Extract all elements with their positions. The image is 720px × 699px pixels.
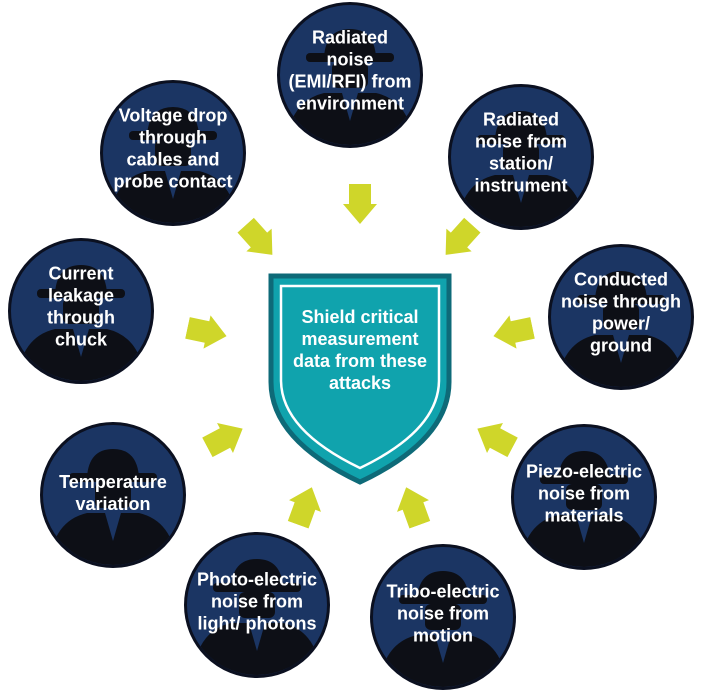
hat-figure-icon	[17, 265, 145, 381]
attack-node-tribo: Tribo-electric noise from motion	[370, 544, 516, 690]
attack-node-photo: Photo-electric noise from light/ photons	[184, 532, 330, 678]
arrow-icon	[490, 311, 536, 353]
arrow-icon	[233, 214, 285, 266]
hat-figure-icon	[109, 107, 237, 223]
attack-label: Radiated noise from station/ instrument	[474, 109, 568, 196]
attack-node-voltage-drop: Voltage drop through cables and probe co…	[100, 80, 246, 226]
center-label: Shield critical measurement data from th…	[292, 307, 428, 393]
hat-figure-icon	[520, 451, 648, 567]
arrow-icon	[282, 481, 328, 530]
hat-figure-icon	[286, 29, 414, 145]
hat-figure-icon	[193, 559, 321, 675]
attack-node-temperature: Temperature variation	[40, 422, 186, 568]
hat-figure-icon	[379, 571, 507, 687]
attack-node-conducted: Conducted noise through power/ ground	[548, 244, 694, 390]
attack-label: Radiated noise (EMI/RFI) from environmen…	[288, 27, 412, 114]
shield-icon	[268, 273, 452, 485]
arrow-icon	[199, 414, 250, 463]
attack-label: Tribo-electric noise from motion	[386, 581, 500, 646]
arrow-icon	[469, 414, 520, 463]
attack-label: Conducted noise through power/ ground	[561, 269, 681, 356]
arrow-icon	[343, 184, 377, 224]
arrow-icon	[390, 481, 436, 530]
hat-figure-icon	[457, 111, 585, 227]
hat-figure-icon	[49, 449, 177, 565]
attack-node-radiated-environment: Radiated noise (EMI/RFI) from environmen…	[277, 2, 423, 148]
attack-label: Temperature variation	[59, 471, 167, 514]
arrow-icon	[184, 311, 230, 353]
attack-node-current-leakage: Current leakage through chuck	[8, 238, 154, 384]
attack-label: Photo-electric noise from light/ photons	[196, 569, 318, 634]
attack-node-radiated-station: Radiated noise from station/ instrument	[448, 84, 594, 230]
attack-label: Piezo-electric noise from materials	[525, 461, 643, 526]
hat-figure-icon	[557, 271, 685, 387]
center-shield: Shield critical measurement data from th…	[265, 270, 455, 486]
arrow-icon	[433, 214, 485, 266]
attack-node-piezo: Piezo-electric noise from materials	[511, 424, 657, 570]
attack-label: Current leakage through chuck	[47, 263, 115, 350]
attack-label: Voltage drop through cables and probe co…	[113, 105, 233, 192]
